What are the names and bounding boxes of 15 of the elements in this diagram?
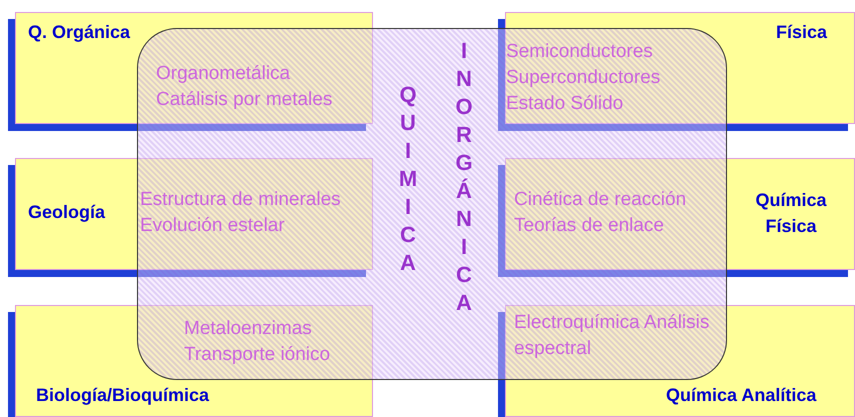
central-rounded-panel: [137, 28, 727, 380]
field-heading: Química Analítica: [666, 384, 816, 407]
topic-list: Organometálica Catálisis por metales: [156, 61, 356, 113]
field-heading: Química Física: [754, 189, 828, 238]
topic-list: Cinética de reacción Teorías de enlace: [514, 187, 714, 239]
vertical-title: INORGÁNICA: [454, 37, 474, 317]
field-heading: Geología: [28, 201, 106, 224]
topic-list: Electroquímica Análisis espectral: [514, 310, 714, 362]
field-heading: Q. Orgánica: [28, 21, 130, 44]
vertical-title: QUIMICA: [398, 81, 418, 277]
topic-list: Estructura de minerales Evolución estelar: [140, 187, 380, 239]
field-heading: Física: [776, 21, 828, 44]
field-heading: Biología/Bioquímica: [36, 384, 210, 407]
topic-list: Semiconductores Superconductores Estado Sólido: [506, 39, 706, 117]
topic-list: Metaloenzimas Transporte iónico: [184, 316, 384, 368]
